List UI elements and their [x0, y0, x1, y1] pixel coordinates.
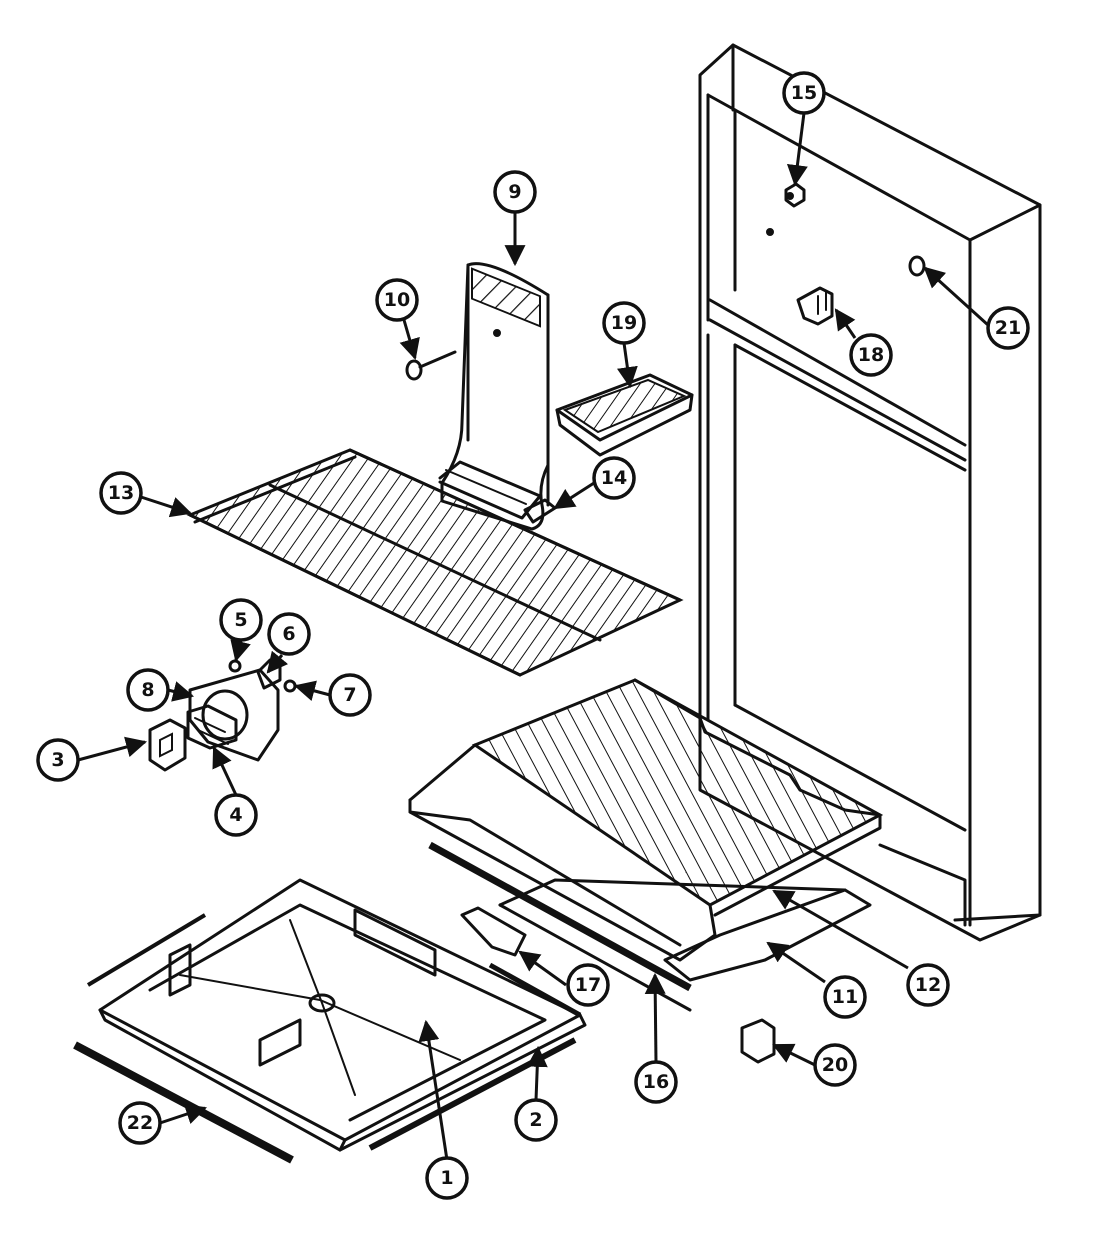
part-19-ice-tray [555, 373, 694, 457]
part-17-baffle [460, 906, 527, 957]
part-21-plug [908, 255, 926, 277]
callout-15-label: 15 [791, 82, 817, 104]
part-18-bracket [796, 286, 834, 326]
part-5-screw [228, 659, 242, 673]
callout-4: 4 [214, 793, 258, 837]
callout-16: 16 [634, 1060, 678, 1104]
part-11-drip-plate [498, 878, 872, 1012]
callout-15: 15 [782, 71, 826, 115]
part-9-evaporator-cover [438, 262, 550, 531]
callout-20-label: 20 [822, 1054, 848, 1076]
part-7-clip [283, 679, 297, 693]
callout-9-label: 9 [508, 181, 521, 203]
callout-20: 20 [813, 1043, 857, 1087]
callout-11: 11 [823, 975, 867, 1019]
callout-6: 6 [267, 612, 311, 656]
callout-10-label: 10 [384, 289, 410, 311]
callout-5-label: 5 [234, 609, 247, 631]
callout-7: 7 [328, 673, 372, 717]
part-8-fan-bracket [188, 668, 280, 762]
part-20-clip [740, 1018, 776, 1064]
callout-22: 22 [118, 1101, 162, 1145]
callout-12: 12 [906, 963, 950, 1007]
callout-3: 3 [36, 738, 80, 782]
cabinet-liner [698, 43, 1042, 942]
callout-21-label: 21 [995, 317, 1021, 339]
part-4-fan-motor [186, 704, 238, 750]
callout-6-label: 6 [282, 623, 295, 645]
callout-17: 17 [566, 963, 610, 1007]
leader-lines [77, 112, 990, 1161]
callout-14: 14 [592, 456, 636, 500]
callout-13: 13 [99, 471, 143, 515]
callout-21: 21 [986, 306, 1030, 350]
callout-2: 2 [514, 1098, 558, 1142]
callout-17-label: 17 [575, 974, 601, 996]
callout-11-label: 11 [832, 986, 858, 1008]
callout-19-label: 19 [611, 312, 637, 334]
part-10-screw [405, 350, 457, 381]
callout-18-label: 18 [858, 344, 884, 366]
callout-8-label: 8 [141, 679, 154, 701]
callout-10: 10 [375, 278, 419, 322]
part-3-motor-clip [148, 718, 187, 772]
callout-8: 8 [126, 668, 170, 712]
part-16-strip [428, 841, 692, 992]
callout-19: 19 [602, 301, 646, 345]
callout-18: 18 [849, 333, 893, 377]
callout-12-label: 12 [915, 974, 941, 996]
callout-1-label: 1 [440, 1167, 453, 1189]
part-6-grommet [256, 658, 282, 690]
part-22-front-rail [73, 913, 294, 1164]
callout-5: 5 [219, 598, 263, 642]
part-1-crisper-frame [98, 878, 587, 1152]
callout-2-label: 2 [529, 1109, 542, 1131]
callout-13-label: 13 [108, 482, 134, 504]
callout-14-label: 14 [601, 467, 627, 489]
callout-16-label: 16 [643, 1071, 669, 1093]
callout-9: 9 [493, 170, 537, 214]
callout-4-label: 4 [229, 804, 242, 826]
callout-22-label: 22 [127, 1112, 153, 1134]
part-13-wire-shelf [186, 448, 684, 677]
callout-1: 1 [425, 1156, 469, 1200]
part-12-shelf-pan [408, 678, 884, 962]
callout-3-label: 3 [51, 749, 64, 771]
callout-7-label: 7 [343, 684, 356, 706]
